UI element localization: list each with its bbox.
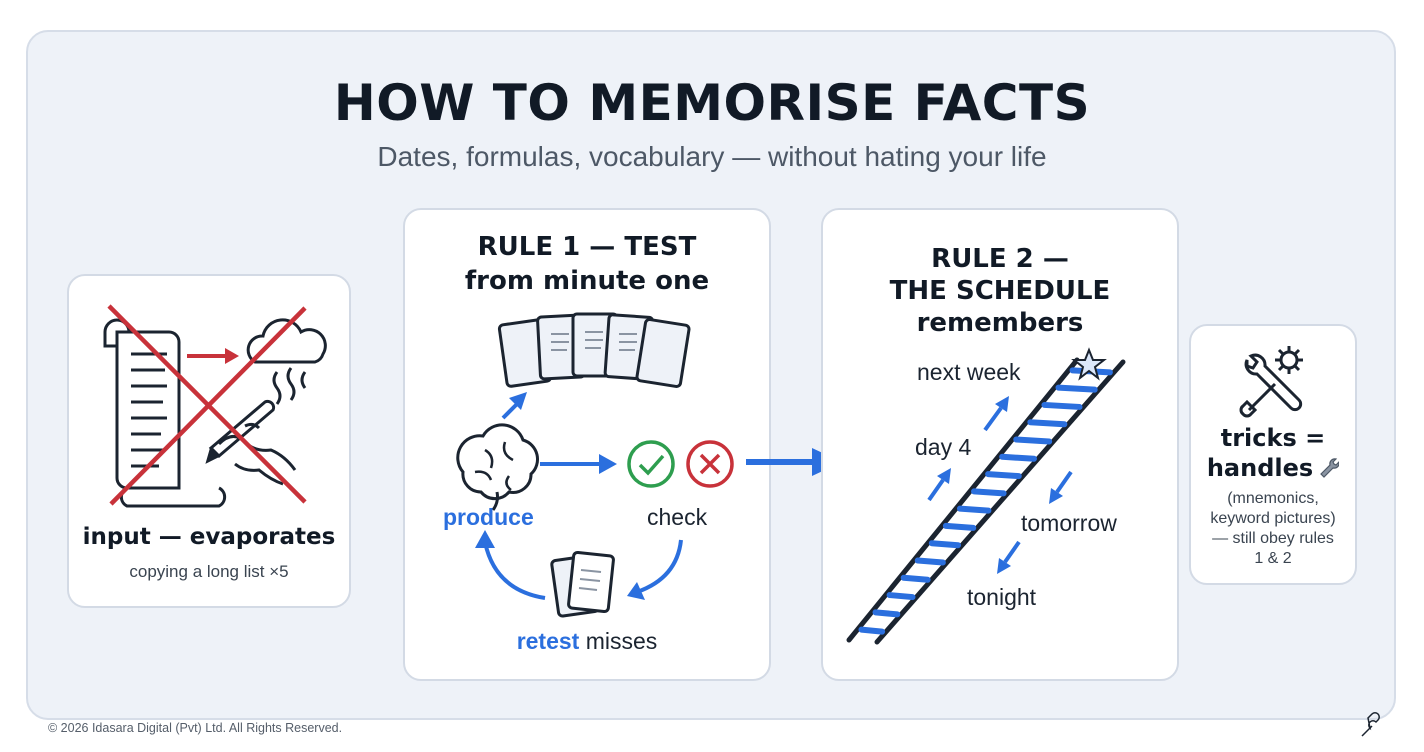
retest-label: retest misses	[405, 628, 769, 655]
tricks-body-line2: keyword pictures)	[1210, 510, 1336, 527]
rule1-card: RULE 1 — TEST from minute one	[403, 208, 771, 681]
rule2-card: RULE 2 — THE SCHEDULE remembers next wee…	[821, 208, 1179, 681]
page-subtitle: Dates, formulas, vocabulary — without ha…	[377, 141, 1047, 172]
tricks-body-line4: 1 & 2	[1254, 550, 1292, 567]
step-day-4: day 4	[915, 434, 972, 460]
copyright-footer: © 2026 Idasara Digital (Pvt) Ltd. All Ri…	[48, 721, 343, 735]
rule2-heading-line1: RULE 2 —	[931, 244, 1069, 274]
rule1-heading-line1: RULE 1 — TEST	[477, 232, 697, 262]
evaporating-cloud-icon	[246, 318, 327, 405]
produce-label: produce	[443, 504, 534, 530]
ladder-rung	[971, 488, 1007, 497]
ladder-rung	[872, 609, 901, 618]
flashcards-icon	[497, 312, 691, 388]
red-cross-mark	[107, 304, 307, 506]
ladder-rung	[914, 557, 946, 566]
ladder-rung	[858, 626, 886, 635]
ladder-rail	[874, 359, 1126, 645]
brain-icon	[456, 423, 539, 511]
check-circle-icon	[627, 440, 675, 488]
ladder-rail	[846, 357, 1080, 643]
tricks-body-line3: — still obey rules	[1212, 530, 1334, 547]
rule2-heading-line3: remembers	[916, 308, 1084, 338]
tricks-heading-line2: handles	[1206, 454, 1314, 482]
ladder-rung	[956, 505, 992, 514]
ladder-rung	[1041, 401, 1083, 410]
cycle-arrows	[475, 392, 683, 600]
check-label: check	[647, 504, 708, 530]
input-card: input — evaporates copying a long list ×…	[67, 274, 351, 608]
tools-icon	[1239, 346, 1303, 418]
ladder-rung	[1027, 419, 1068, 428]
ladder-rung	[900, 574, 931, 583]
step-tonight: tonight	[967, 584, 1037, 610]
rule2-heading-line2: THE SCHEDULE	[889, 276, 1111, 306]
input-label: input — evaporates	[82, 524, 336, 550]
ladder-rung	[999, 453, 1037, 462]
ladder-rung	[942, 522, 977, 531]
retest-rest: misses	[579, 628, 658, 654]
cross-circle-icon	[686, 440, 734, 488]
cards-pile-icon	[550, 550, 615, 618]
tricks-heading: handles	[1191, 454, 1355, 482]
ladder-rung	[985, 471, 1022, 480]
ladder-rung	[1013, 436, 1053, 445]
tricks-heading-line1: tricks =	[1220, 424, 1326, 452]
page-title: HOW TO MEMORISE FACTS	[333, 74, 1091, 132]
pen-hand-icon	[205, 399, 297, 486]
step-tomorrow: tomorrow	[1021, 510, 1117, 536]
rule1-heading-line2: from minute one	[464, 266, 710, 296]
ladder-icon	[846, 357, 1126, 645]
retest-word: retest	[516, 628, 580, 654]
ladder-rung	[1055, 384, 1098, 393]
input-caption: copying a long list ×5	[129, 562, 289, 581]
star-icon	[1071, 347, 1107, 381]
ladder-rung	[886, 592, 916, 601]
step-next-week: next week	[917, 359, 1021, 385]
ladder-rung	[928, 540, 962, 549]
schedule-arrows	[927, 396, 1073, 574]
wrench-icon	[1320, 458, 1340, 478]
tricks-body-line1: (mnemonics,	[1227, 490, 1319, 507]
tricks-card: tricks = handles (mnemonics, keyword pic…	[1189, 324, 1357, 585]
